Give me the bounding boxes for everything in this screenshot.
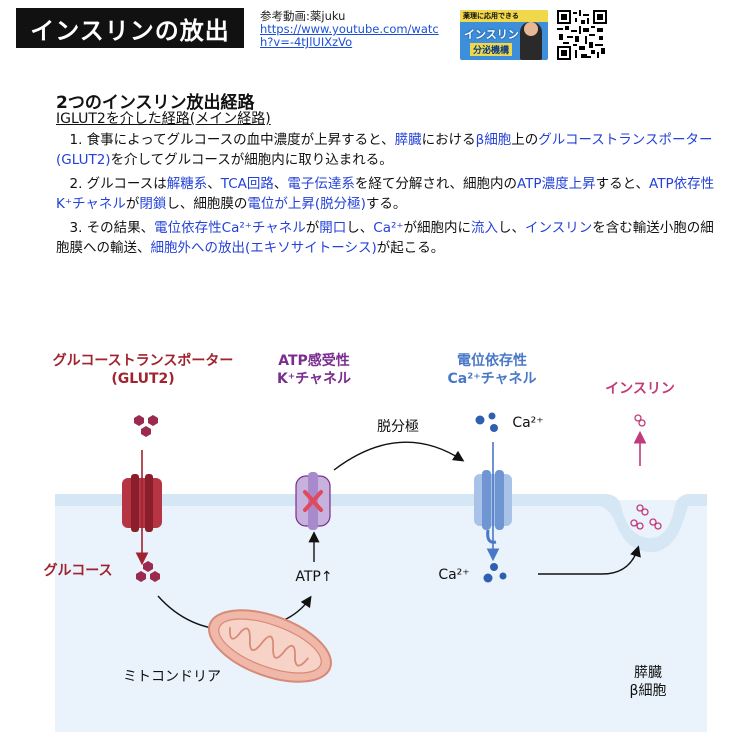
highlighted-term: 解糖系: [166, 176, 208, 192]
cytoplasm: [55, 500, 707, 732]
calcium-dots-outside: [475, 412, 498, 432]
highlighted-term: 膵臓: [394, 132, 422, 148]
insulin-granule-released: [634, 414, 646, 427]
calcium-outside-label: Ca²⁺: [512, 415, 544, 431]
highlighted-term: 電位依存性Ca²⁺チャネル: [154, 220, 306, 236]
paragraph-text: し、細胞膜の: [166, 196, 248, 212]
glucose-dots-inside: [136, 561, 160, 582]
paragraph-text: 1. 食事によってグルコースの血中濃度が上昇すると、: [56, 132, 395, 148]
highlighted-term: グルコーストランスポーター(GLUT2): [56, 132, 713, 168]
paragraph-text: すると、: [595, 176, 650, 192]
paragraph-text: 、: [273, 176, 288, 192]
katp-label-line2: K⁺チャネル: [276, 371, 352, 387]
katp-channel: [295, 472, 331, 530]
highlighted-term: 流入: [471, 220, 499, 236]
paragraph-text: 2. グルコースは: [56, 176, 167, 192]
highlighted-term: 閉鎖: [139, 196, 167, 212]
highlighted-term: 電位が上昇(脱分極): [247, 196, 366, 212]
step-1-paragraph: 1. 食事によってグルコースの血中濃度が上昇すると、膵臓におけるβ細胞上のグルコ…: [56, 130, 716, 170]
highlighted-term: 開口: [319, 220, 347, 236]
paragraph-text: 上の: [511, 132, 539, 148]
cell-membrane: [55, 494, 707, 553]
paragraph-text: を介してグルコースが細胞内に取り込まれる。: [110, 152, 393, 168]
paragraph-text: し、: [498, 220, 526, 236]
paragraph-text: が: [305, 220, 320, 236]
insulin-label: インスリン: [605, 381, 675, 397]
paragraph-text: が起こる。: [376, 240, 445, 256]
depolarization-arrow: [333, 441, 465, 471]
highlighted-term: 電子伝達系: [287, 176, 355, 192]
paragraph-text: 、: [207, 176, 221, 192]
paragraph-text: における: [421, 132, 476, 148]
section-heading: 2つのインスリン放出経路: [56, 93, 255, 113]
qr-code-icon[interactable]: [557, 10, 607, 60]
highlighted-term: ATP濃度上昇: [517, 176, 596, 192]
atp-label: ATP↑: [295, 569, 333, 585]
katp-label: ATP感受性 K⁺チャネル: [262, 352, 366, 388]
insulin-release-diagram: グルコーストランスポーター (GLUT2) ATP感受性 K⁺チャネル 電位依存…: [0, 330, 738, 738]
paragraph-text: し、: [346, 220, 374, 236]
thumbnail-band-text: 薬理に応用できる: [463, 12, 519, 20]
highlighted-term: β細胞: [475, 132, 512, 148]
paragraph-text: する。: [365, 196, 407, 212]
video-thumbnail[interactable]: 薬理に応用できる インスリン 分泌機構: [460, 10, 548, 60]
highlighted-term: ATP依存性K⁺チャネル: [56, 176, 715, 212]
reference-link[interactable]: https://www.youtube.com/watch?v=-4tJlUIX…: [260, 22, 439, 49]
thumbnail-title: インスリン: [464, 28, 519, 41]
beta-cell-label-line1: 膵臓: [634, 665, 662, 681]
paragraph-text: が細胞内に: [403, 220, 472, 236]
mitochondria-label: ミトコンドリア: [123, 669, 221, 685]
highlighted-term: 細胞外への放出(エキソサイトーシス): [150, 240, 377, 256]
thumbnail-subtitle: 分泌機構: [470, 43, 513, 56]
calcium-inside-label: Ca²⁺: [438, 567, 470, 583]
katp-label-line1: ATP感受性: [278, 353, 350, 369]
beta-cell-label: 膵臓 β細胞: [612, 664, 684, 700]
glucose-dots-outside: [134, 415, 158, 437]
glucose-label: グルコース: [43, 563, 113, 579]
highlighted-term: Ca²⁺: [373, 220, 404, 236]
exocytosis-trigger-arrow: [538, 545, 641, 575]
depolarization-label: 脱分極: [377, 419, 419, 435]
vdcc-label: 電位依存性 Ca²⁺チャネル: [432, 352, 552, 388]
step-3-paragraph: 3. その結果、電位依存性Ca²⁺チャネルが開口し、Ca²⁺が細胞内に流入し、イ…: [56, 218, 716, 258]
calcium-dots-inside: [483, 563, 507, 583]
glut2-label-line2: (GLUT2): [111, 371, 175, 387]
reference-label: 参考動画:薬juku: [260, 9, 346, 23]
section-subheading: ⅠGLUT2を介した経路(メイン経路): [56, 111, 271, 127]
presenter-face: [524, 22, 538, 36]
mitochondria-organelle: [207, 609, 333, 683]
step-2-paragraph: 2. グルコースは解糖系、TCA回路、電子伝達系を経て分解され、細胞内のATP濃…: [56, 174, 716, 214]
insulin-granules-vesicle: [630, 504, 662, 530]
glut2-label: グルコーストランスポーター (GLUT2): [38, 352, 248, 388]
paragraph-text: を経て分解され、細胞内の: [354, 176, 517, 192]
paragraph-text: を含む輸送小胞の細胞膜への輸送、: [56, 220, 714, 256]
reference-block: 参考動画:薬juku https://www.youtube.com/watch…: [260, 10, 450, 49]
page-title: インスリンの放出: [16, 8, 244, 48]
beta-cell-label-line2: β細胞: [629, 683, 667, 699]
paragraph-text: が: [125, 196, 140, 212]
thumbnail-band: [460, 10, 548, 22]
vdcc-label-line2: Ca²⁺チャネル: [447, 371, 537, 387]
paragraph-text: 3. その結果、: [56, 220, 155, 236]
glut2-label-line1: グルコーストランスポーター: [52, 353, 234, 369]
highlighted-term: TCA回路: [220, 176, 274, 192]
highlighted-term: インスリン: [525, 220, 593, 236]
vdcc-label-line1: 電位依存性: [457, 353, 527, 369]
